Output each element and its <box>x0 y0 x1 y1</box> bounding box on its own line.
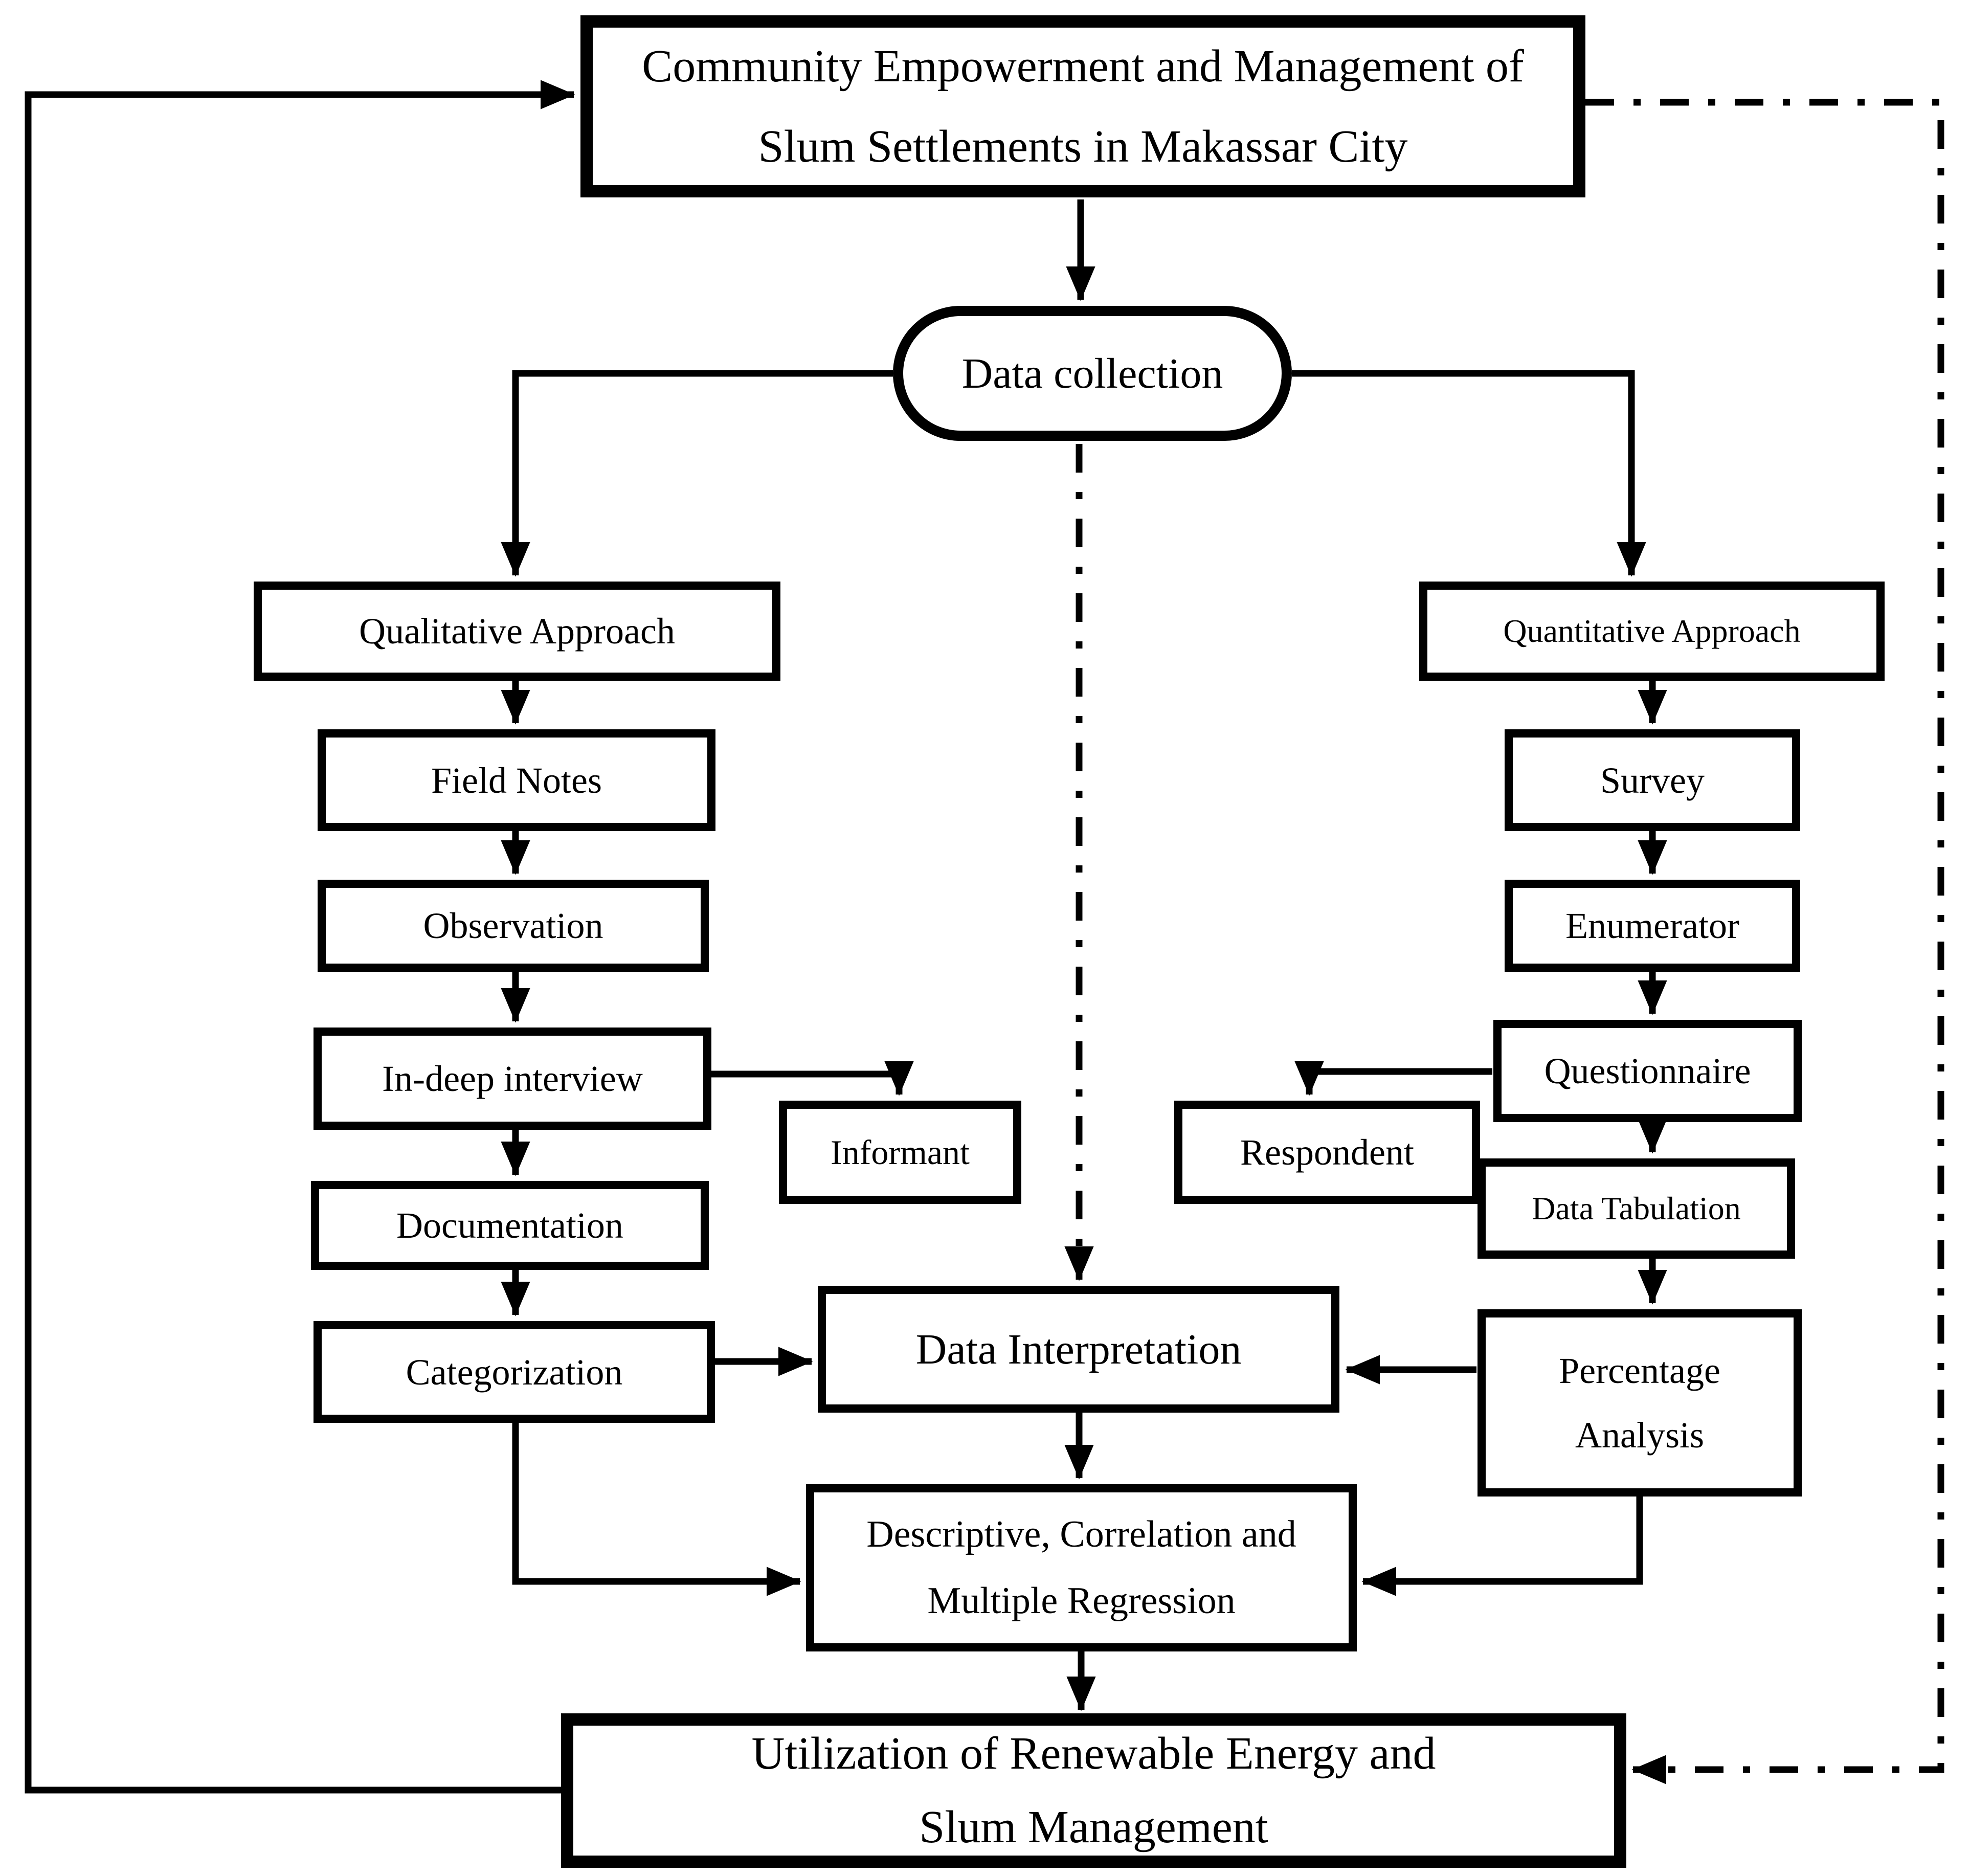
node-descriptive-regression: Descriptive, Correlation and Multiple Re… <box>806 1484 1357 1651</box>
edge-indeep-to-informant <box>711 1061 914 1096</box>
node-percentage-analysis: Percentage Analysis <box>1478 1309 1802 1497</box>
node-field-notes: Field Notes <box>318 729 715 831</box>
documentation-label: Documentation <box>396 1205 623 1246</box>
node-survey: Survey <box>1505 729 1800 831</box>
node-outcome: Utilization of Renewable Energy and Slum… <box>561 1713 1626 1868</box>
data-interpretation-label: Data Interpretation <box>915 1325 1242 1373</box>
observation-label: Observation <box>423 905 603 946</box>
qualitative-label: Qualitative Approach <box>359 611 675 652</box>
questionnaire-label: Questionnaire <box>1544 1051 1751 1091</box>
node-enumerator: Enumerator <box>1505 880 1800 972</box>
field-notes-label: Field Notes <box>431 760 602 801</box>
survey-label: Survey <box>1600 760 1705 801</box>
edge-feedback-right-dashdot <box>1585 99 1944 1784</box>
node-in-deep-interview: In-deep interview <box>314 1028 711 1130</box>
descriptive-line-2: Multiple Regression <box>927 1579 1236 1622</box>
in-deep-interview-label: In-deep interview <box>382 1058 643 1099</box>
edge-categorization-to-descriptive <box>512 1423 801 1596</box>
node-data-interpretation: Data Interpretation <box>818 1286 1339 1413</box>
node-informant: Informant <box>779 1101 1021 1204</box>
percentage-analysis-line-2: Analysis <box>1575 1415 1704 1456</box>
data-collection-label: Data collection <box>961 349 1223 397</box>
node-quantitative-approach: Quantitative Approach <box>1419 582 1885 681</box>
data-tabulation-label: Data Tabulation <box>1532 1190 1741 1226</box>
node-data-tabulation: Data Tabulation <box>1478 1158 1795 1259</box>
edge-percentage-to-descriptive <box>1361 1497 1643 1596</box>
edge-questionnaire-to-respondent <box>1294 1061 1492 1096</box>
edge-datacollection-to-quantitative <box>1292 370 1646 577</box>
node-qualitative-approach: Qualitative Approach <box>254 582 780 681</box>
percentage-analysis-line-1: Percentage <box>1559 1350 1720 1391</box>
outcome-line-1: Utilization of Renewable Energy and <box>751 1728 1436 1779</box>
node-observation: Observation <box>318 880 709 972</box>
edge-feedback-left-solid <box>25 80 575 1794</box>
quantitative-label: Quantitative Approach <box>1503 613 1801 649</box>
categorization-label: Categorization <box>406 1351 623 1393</box>
enumerator-label: Enumerator <box>1565 905 1739 946</box>
descriptive-line-1: Descriptive, Correlation and <box>866 1513 1296 1555</box>
node-questionnaire: Questionnaire <box>1493 1020 1802 1122</box>
title-line-2: Slum Settlements in Makassar City <box>758 121 1408 172</box>
edge-datacollection-to-qualitative <box>501 370 893 577</box>
node-documentation: Documentation <box>311 1181 709 1270</box>
respondent-label: Respondent <box>1240 1132 1414 1173</box>
node-respondent: Respondent <box>1174 1101 1480 1204</box>
node-data-collection: Data collection <box>893 306 1292 441</box>
outcome-line-2: Slum Management <box>919 1802 1268 1852</box>
title-line-1: Community Empowerment and Management of <box>642 40 1524 92</box>
node-categorization: Categorization <box>314 1321 715 1423</box>
node-title: Community Empowerment and Management of … <box>580 15 1585 197</box>
informant-label: Informant <box>831 1132 970 1172</box>
